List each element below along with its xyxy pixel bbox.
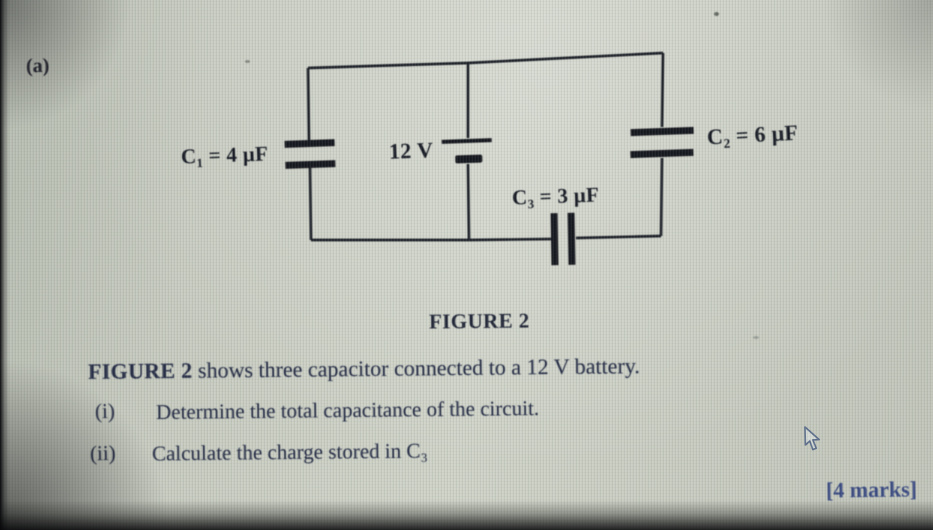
wire-right-upper [660,52,665,128]
figure-description-rest: shows three capacitor connected to a 12 … [192,353,640,383]
capacitor-c3-symbol [550,212,576,266]
mouse-cursor-icon [804,426,820,451]
question-2-number: (ii) [89,440,116,466]
capacitor-c1-symbol [284,139,336,169]
wire-middle-lower [466,163,471,241]
wire-bottom-right [575,234,662,240]
capacitor-c2-symbol [630,126,694,159]
figure-description-bold: FIGURE 2 [87,357,193,384]
question-1-text: Determine the total capacitance of the c… [155,395,540,425]
battery-label: 12 V [388,137,434,164]
question-2-text: Calculate the charge stored in C₃ [151,438,428,466]
wire-right-lower [659,157,664,237]
question-1-number: (i) [94,398,116,424]
c2-label: C₂ = 6 μF [706,119,799,150]
marks-label: [4 marks] [825,476,918,503]
c3-label: C₃ = 3 μF [511,182,600,210]
battery-symbol [441,138,492,164]
wire-bottom-left [311,237,553,242]
wire-left-upper [306,67,311,141]
wire-top [307,51,664,70]
figure-caption: FIGURE 2 [428,308,530,334]
c1-label: C₁ = 4 μF [180,141,269,169]
wire-left-lower [308,167,313,241]
